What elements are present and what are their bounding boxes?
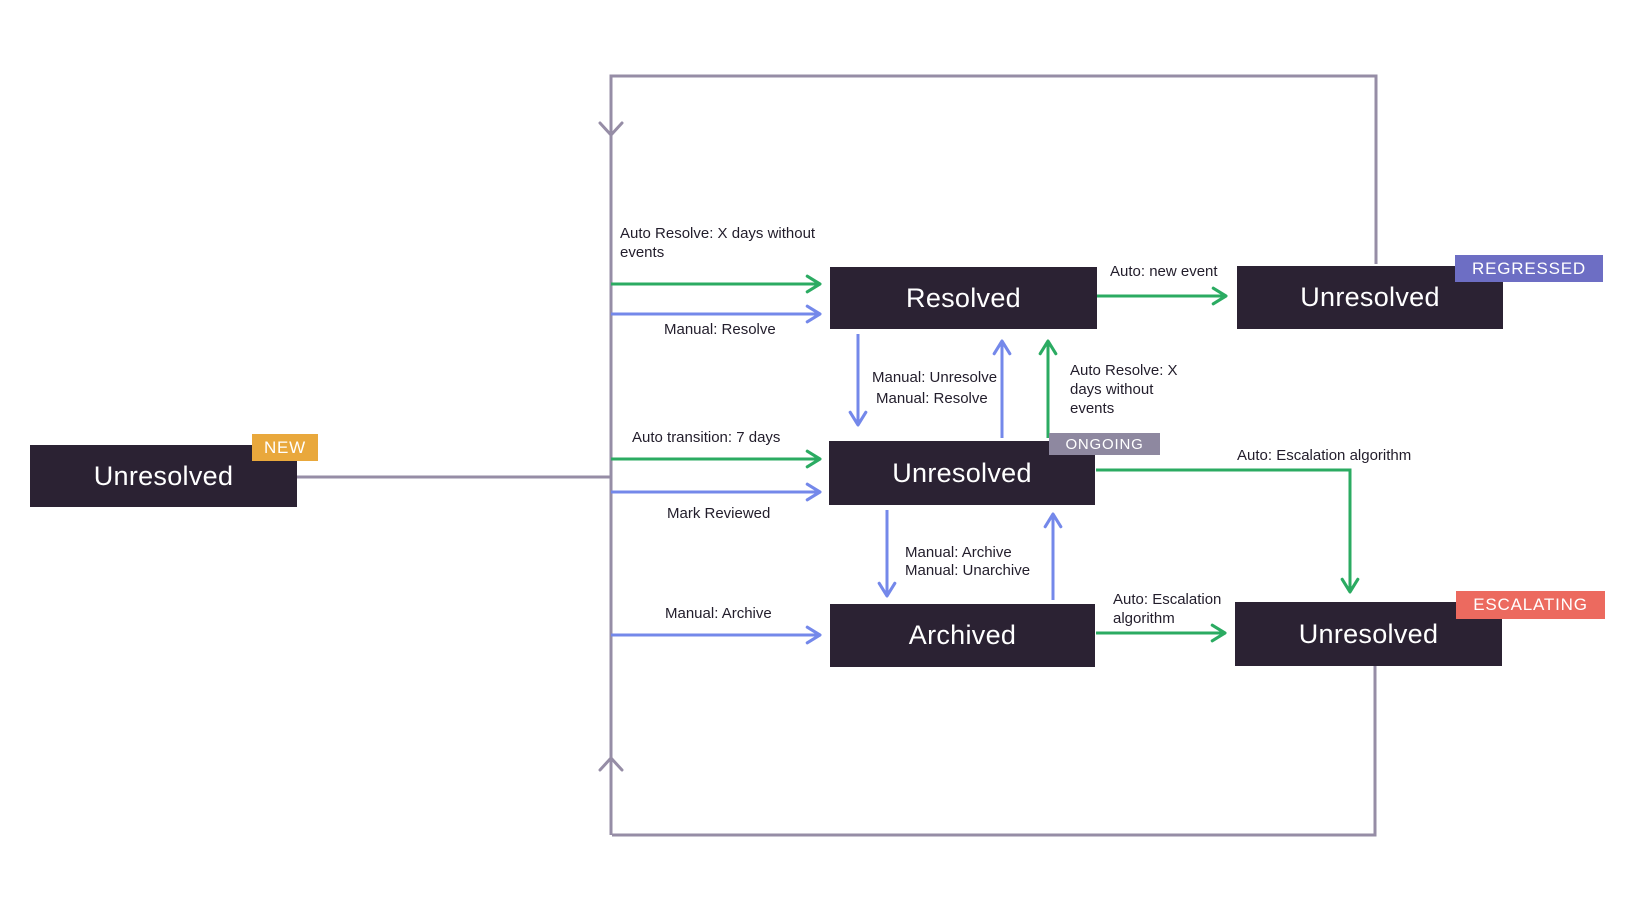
edge-label-auto-transition: Auto transition: 7 days <box>632 429 781 446</box>
edge-label-auto-resolve-mid: Auto Resolve: X days without events <box>1070 362 1178 417</box>
status-badge-ongoing: ONGOING <box>1049 433 1160 455</box>
edge-label-auto-resolve-top: Auto Resolve: X days without events <box>620 225 816 261</box>
node-resolved: Resolved <box>830 267 1097 329</box>
edge-auto-escalation-right <box>1096 468 1360 594</box>
edge-label-manual-unresolve: Manual: Unresolve <box>872 369 998 386</box>
edge-label-auto-new-event: Auto: new event <box>1110 263 1218 280</box>
edge-label-manual-archive-mid: Manual: Archive <box>905 544 1012 561</box>
status-badge-regressed: REGRESSED <box>1455 255 1603 282</box>
loop-arrow-down-icon <box>598 121 624 137</box>
edge-label-auto-escalation-right: Auto: Escalation algorithm <box>1237 447 1412 464</box>
edge-label-auto-escalation-bottom: Auto: Escalation algorithm <box>1113 591 1222 627</box>
node-archived: Archived <box>830 604 1095 667</box>
edge-label-manual-resolve-top: Manual: Resolve <box>664 321 776 338</box>
edge-label-manual-unarchive: Manual: Unarchive <box>905 562 1031 579</box>
edge-label-mark-reviewed: Mark Reviewed <box>667 505 771 522</box>
status-badge-escalating: ESCALATING <box>1456 591 1605 619</box>
loop-arrow-up-icon <box>598 756 624 772</box>
status-badge-new: NEW <box>252 434 318 461</box>
loop-line <box>297 74 1378 837</box>
edge-label-manual-archive-left: Manual: Archive <box>665 605 772 622</box>
edge-label-manual-resolve-mid: Manual: Resolve <box>876 390 988 407</box>
